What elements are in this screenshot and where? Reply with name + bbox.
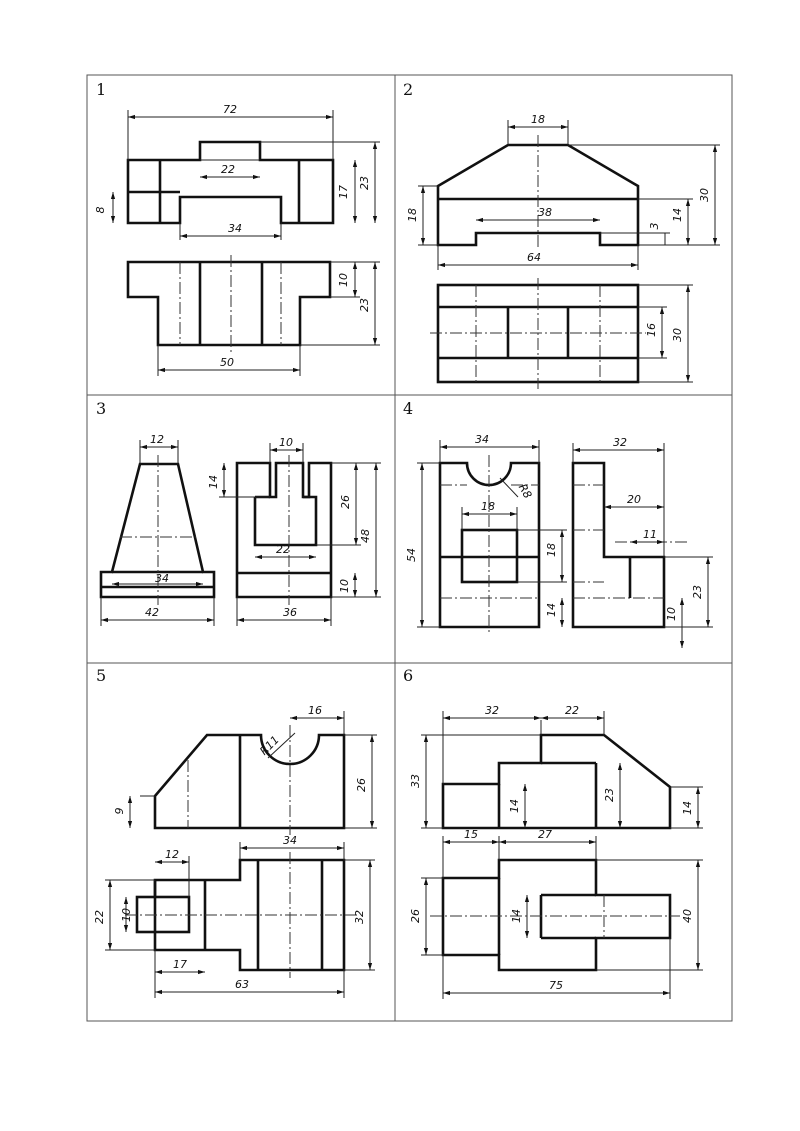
dimension-label: 54 — [405, 548, 418, 562]
dimension-label: 14 — [671, 208, 684, 222]
dimension-label: 30 — [671, 328, 684, 342]
panel-grid — [86, 74, 733, 1022]
dimension-label: 26 — [339, 495, 352, 509]
dimension-label: 72 — [223, 103, 237, 116]
top-view — [430, 278, 646, 389]
dimension-label: 22 — [565, 704, 579, 717]
dimension-label: 32 — [485, 704, 499, 717]
dimension-label: 22 — [93, 910, 106, 924]
dimension-label: 33 — [409, 774, 422, 788]
dimension-label: 18 — [531, 113, 545, 126]
dimension-label: 10 — [665, 607, 678, 621]
top-view — [125, 852, 360, 978]
dimension-label: 38 — [538, 206, 552, 219]
dimension-label: 48 — [359, 529, 372, 543]
dimension-label: 14 — [207, 475, 220, 489]
dimension-label: 12 — [165, 848, 179, 861]
dimension-label: 3 — [648, 223, 661, 230]
front-view — [140, 725, 346, 835]
dimension-label: 15 — [464, 828, 478, 841]
dimension-label: 16 — [308, 704, 322, 717]
dimension-label: 27 — [538, 828, 552, 841]
top-view — [430, 858, 680, 972]
panel-4: 4 34 R8 18 — [403, 399, 713, 648]
dimension-label: 23 — [358, 176, 371, 190]
front-view — [126, 140, 335, 225]
dimension-label: 9 — [113, 808, 126, 815]
dimension-label: 14 — [545, 603, 558, 617]
dimension-label: 63 — [235, 978, 249, 991]
dimension-label: 23 — [603, 788, 616, 802]
dimension-label: 14 — [681, 801, 694, 815]
dimension-label: 34 — [283, 834, 297, 847]
panel-number: 5 — [96, 666, 106, 685]
dimensions: 16 R11 9 26 34 12 22 10 32 17 — [93, 704, 377, 998]
dimension-label: 64 — [527, 251, 541, 264]
dimensions: 18 30 18 38 3 14 64 16 30 — [406, 113, 720, 383]
dimension-label: 50 — [220, 356, 234, 369]
dimension-label: 36 — [283, 606, 297, 619]
dimension-label: 34 — [155, 572, 169, 585]
dimensions: 34 R8 18 54 18 14 32 20 11 23 — [405, 433, 713, 648]
dimension-label: 20 — [627, 493, 641, 506]
dimension-label: 23 — [691, 585, 704, 599]
dimension-label: 42 — [145, 606, 159, 619]
dimension-label: 34 — [475, 433, 489, 446]
panel-number: 4 — [403, 399, 413, 418]
panel-number: 1 — [96, 80, 106, 99]
dimension-label: 32 — [613, 436, 627, 449]
panel-number: 6 — [403, 666, 413, 685]
side-view — [571, 461, 690, 629]
top-view — [126, 255, 332, 352]
dimension-label: 22 — [276, 543, 290, 556]
panel-number: 3 — [96, 399, 106, 418]
dimension-label: 10 — [279, 436, 293, 449]
panel-3: 3 12 10 14 26 — [96, 399, 381, 626]
side-view — [235, 455, 333, 605]
panel-6: 6 32 22 33 14 — [403, 666, 703, 999]
dimension-label: 30 — [698, 188, 711, 202]
dimension-label: 17 — [173, 958, 187, 971]
dimension-label: 17 — [337, 185, 350, 199]
dimension-label: 10 — [120, 908, 133, 922]
dimension-label: 8 — [94, 207, 107, 214]
dimensions: 72 22 8 17 23 34 10 23 50 — [94, 103, 380, 376]
dimensions: 32 22 33 14 23 14 15 27 26 14 — [409, 704, 703, 999]
panel-2: 2 18 30 18 38 — [403, 80, 720, 389]
dimension-label: 10 — [337, 273, 350, 287]
dimension-label: 16 — [645, 323, 658, 337]
dimension-label: 12 — [150, 433, 164, 446]
dimension-label: 18 — [406, 208, 419, 222]
dimension-label: 23 — [358, 298, 371, 312]
dimension-label: 26 — [409, 909, 422, 923]
dimension-label: 11 — [643, 528, 657, 541]
dimension-label: 14 — [510, 909, 523, 923]
dimension-label: 22 — [221, 163, 235, 176]
dimension-label: 32 — [353, 910, 366, 924]
front-view — [436, 135, 640, 250]
dimensions: 12 10 14 26 48 22 34 10 42 36 — [100, 433, 381, 626]
dimension-label: 34 — [228, 222, 242, 235]
panel-5: 5 16 R11 9 26 — [93, 666, 377, 998]
dimension-label: R8 — [516, 482, 535, 501]
dimension-label: 14 — [508, 799, 521, 813]
panel-1: 1 72 22 8 17 — [94, 80, 380, 376]
panel-number: 2 — [403, 80, 413, 99]
dimension-label: 18 — [545, 543, 558, 557]
dimension-label: 26 — [355, 778, 368, 792]
front-view — [438, 455, 541, 635]
dimension-label: 18 — [481, 500, 495, 513]
dimension-label: 75 — [549, 979, 563, 992]
dimension-label: 40 — [681, 909, 694, 923]
front-view — [441, 720, 672, 830]
dimension-label: 10 — [338, 579, 351, 593]
